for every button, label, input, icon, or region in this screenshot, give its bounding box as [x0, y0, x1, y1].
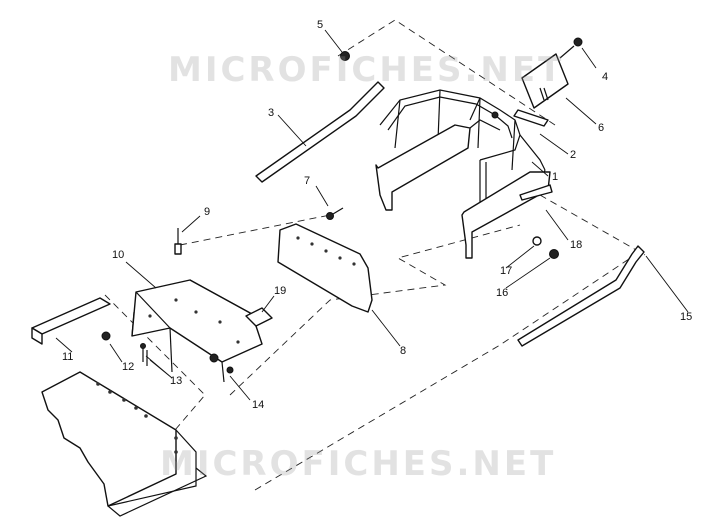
callout-2: 2	[570, 149, 577, 161]
part-7-nut	[326, 207, 344, 220]
callout-18: 18	[570, 239, 583, 251]
callout-9: 9	[204, 206, 211, 218]
assembly-line-middle	[179, 214, 331, 246]
callout-3: 3	[268, 107, 275, 119]
part-17-washer	[532, 236, 542, 246]
part-16-nut	[549, 249, 559, 259]
callout-1: 1	[552, 171, 559, 183]
part-19-decal	[245, 307, 273, 327]
part-5-nut	[340, 51, 350, 61]
assembly-line-left	[104, 294, 206, 431]
part-12-nut	[101, 331, 111, 341]
part-11-bar	[31, 297, 111, 345]
assembly-line-rear	[539, 194, 646, 256]
assembly-line-bottom	[254, 254, 636, 491]
callout-11: 11	[62, 351, 74, 363]
part-6-plate	[521, 53, 569, 109]
callout-17: 17	[500, 265, 513, 277]
part-8-flap	[277, 223, 373, 313]
callout-12: 12	[122, 361, 135, 373]
callout-16: 16	[496, 287, 509, 299]
part-9-pin	[174, 228, 182, 255]
part-13-bolts	[140, 343, 148, 366]
callout-8: 8	[400, 345, 407, 357]
leader-lines	[55, 29, 689, 401]
assembly-line-lower	[229, 224, 521, 396]
part-1-rack-frame	[375, 89, 553, 259]
part-4-bolt	[559, 37, 583, 59]
callout-14: 14	[252, 399, 265, 411]
part-15-rod	[517, 245, 645, 347]
callout-4: 4	[602, 71, 609, 83]
callout-10: 10	[112, 249, 125, 261]
callout-7: 7	[304, 175, 311, 187]
callout-5: 5	[317, 19, 324, 31]
assembly-line-top	[337, 19, 556, 126]
callout-19: 19	[274, 285, 287, 297]
vehicle-frame	[41, 371, 208, 517]
part-10-bracket	[131, 279, 263, 383]
callout-15: 15	[680, 311, 693, 323]
callout-13: 13	[170, 375, 183, 387]
part-14-nut	[209, 353, 234, 374]
callout-6: 6	[598, 122, 605, 134]
part-3-rod	[255, 81, 385, 183]
